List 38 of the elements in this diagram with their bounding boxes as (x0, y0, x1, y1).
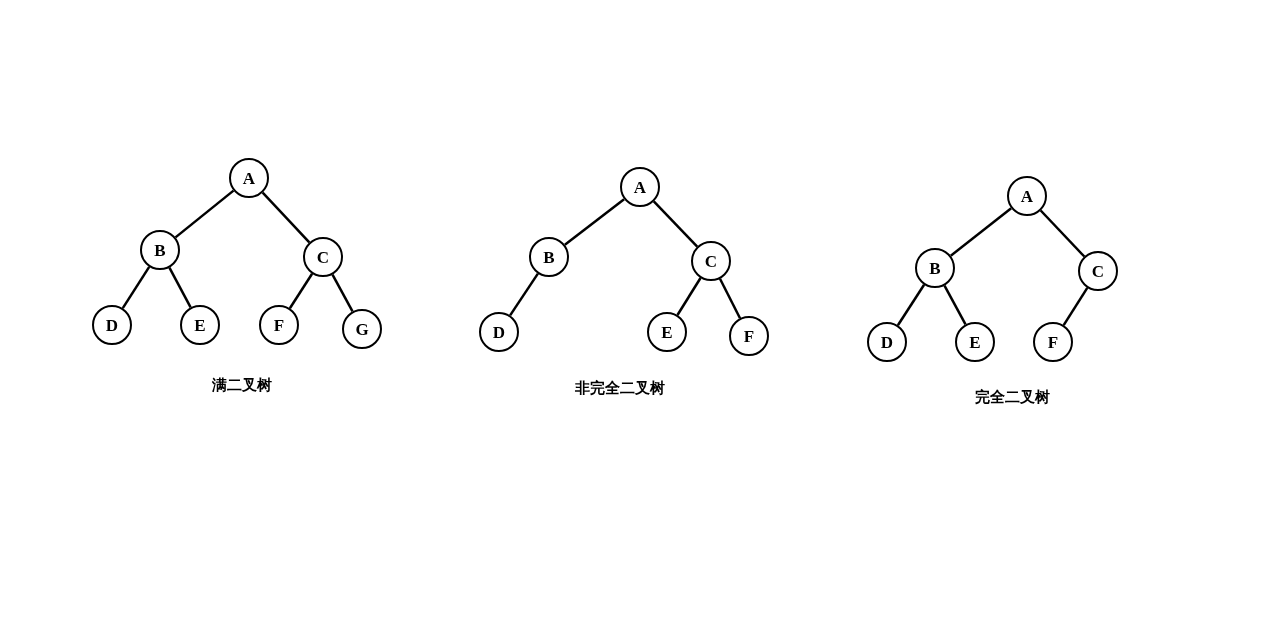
edge-line (943, 285, 967, 325)
node-circle: B (529, 237, 569, 277)
node-circle: C (1078, 251, 1118, 291)
edge-line (261, 191, 311, 244)
node-circle: B (140, 230, 180, 270)
node-circle: F (1033, 322, 1073, 362)
node-circle: D (867, 322, 907, 362)
edge-line (168, 267, 192, 308)
tree-caption: 完全二叉树 (974, 388, 1050, 406)
edge-line (121, 266, 151, 309)
node-circle: D (92, 305, 132, 345)
node-circle: D (479, 312, 519, 352)
edge-line (564, 198, 625, 246)
edge-line (896, 284, 926, 326)
node-circle: G (342, 309, 382, 349)
node-circle: C (691, 241, 731, 281)
node-circle: F (729, 316, 769, 356)
tree-caption: 满二叉树 (212, 376, 272, 394)
tree-caption: 非完全二叉树 (575, 379, 665, 397)
edge-line (331, 274, 354, 312)
node-circle: A (620, 167, 660, 207)
node-circle: F (259, 305, 299, 345)
edge-line (1039, 209, 1086, 258)
node-circle: E (180, 305, 220, 345)
node-circle: B (915, 248, 955, 288)
edge-line (288, 273, 314, 309)
node-circle: E (647, 312, 687, 352)
edge-line (676, 277, 702, 316)
node-circle: E (955, 322, 995, 362)
node-circle: C (303, 237, 343, 277)
node-circle: A (1007, 176, 1047, 216)
edge-line (718, 278, 742, 319)
edge-line (174, 189, 235, 239)
edge-line (652, 200, 699, 248)
edge-line (950, 207, 1012, 257)
edge-line (1062, 287, 1089, 326)
node-circle: A (229, 158, 269, 198)
edge-line (509, 272, 539, 317)
